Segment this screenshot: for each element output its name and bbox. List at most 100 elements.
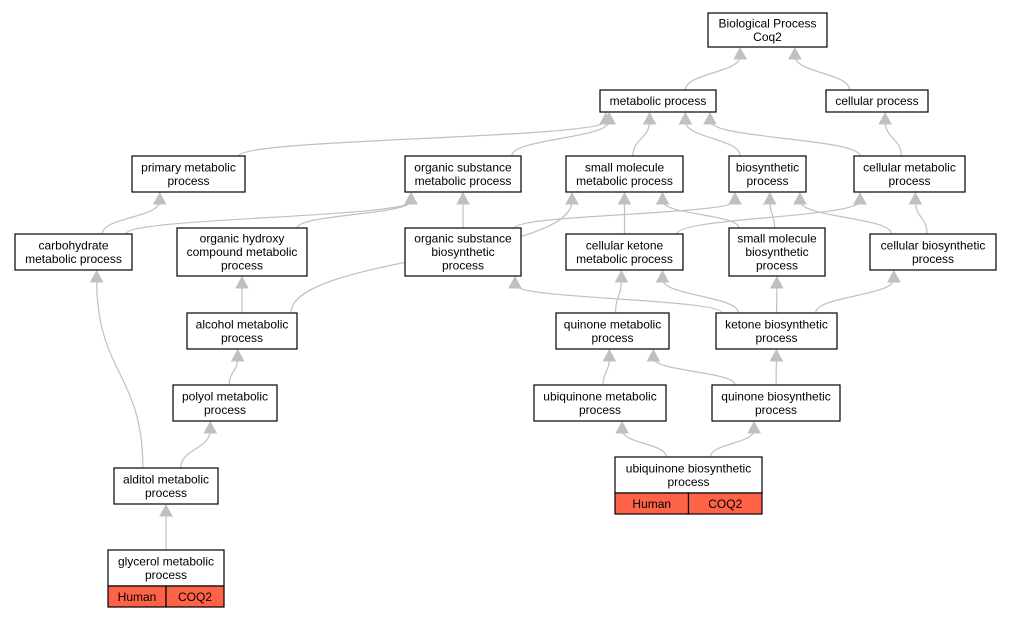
node-mp[interactable]: metabolic process [599, 89, 717, 113]
node-label-line: process [756, 259, 798, 273]
arrowhead-smbp-to-bio [763, 191, 777, 205]
arrowhead-bio-to-mp [678, 111, 693, 125]
tag-label-coq2: COQ2 [708, 497, 742, 511]
arrowhead-osmp-to-mp [602, 111, 617, 125]
arrowhead-cmp-to-mp [703, 111, 717, 125]
node-label-line: process [145, 486, 187, 500]
node-label-line: process [888, 174, 930, 188]
edge-qmp-to-ckmp [614, 278, 623, 314]
node-label-line: process [591, 331, 633, 345]
arrowhead-carb-to-pmp [152, 191, 167, 205]
arrowhead-kbp-to-ckmp [655, 269, 670, 283]
arrowhead-cp-to-bp [788, 46, 802, 60]
edge-qbp-to-qmp [652, 357, 736, 386]
node-label-line: metabolic process [415, 174, 512, 188]
node-box [131, 155, 246, 193]
arrowhead-ohc-to-osmp [404, 191, 418, 205]
node-box [404, 155, 522, 193]
edge-ubp-to-qbp [709, 429, 755, 458]
node-box [599, 89, 717, 113]
node-label-line: organic substance [414, 232, 512, 246]
node-label-line: glycerol metabolic [118, 554, 214, 568]
tag-label-coq2: COQ2 [178, 590, 212, 604]
arrowhead-ckmp-to-cmp [853, 191, 867, 205]
edge-bio-to-mp [684, 120, 741, 157]
node-label-line: process [221, 259, 263, 273]
edge-smbp-to-smmp [662, 200, 740, 229]
node-label-line: process [442, 259, 484, 273]
tag-label-human: Human [632, 497, 671, 511]
node-box [715, 312, 838, 350]
edge-smbp-to-bio [769, 200, 776, 229]
arrowhead-smbp-to-smmp [655, 191, 670, 205]
node-box [825, 89, 929, 113]
edge-alm-to-pol [180, 429, 211, 469]
node-box [565, 233, 684, 271]
node-box [107, 549, 225, 587]
node-label-line: quinone metabolic [564, 317, 661, 331]
node-label-line: cellular ketone [586, 238, 664, 252]
edge-ohc-to-osmp [296, 200, 412, 229]
arrowhead-qmp-to-ckmp [614, 269, 629, 283]
edge-cp-to-bp [794, 55, 851, 91]
arrowhead-kbp-to-smbp [770, 275, 784, 289]
edge-kbp-to-osbp [514, 284, 723, 314]
arrowhead-osbp-to-osmp [456, 191, 470, 205]
node-label-line: alcohol metabolic [196, 317, 289, 331]
arrowhead-ump-to-qmp [602, 348, 617, 362]
node-label-line: metabolic process [25, 252, 122, 266]
arrowhead-ubp-to-ump [615, 420, 629, 434]
node-label-line: small molecule [737, 232, 817, 246]
node-label-line: quinone biosynthetic [721, 389, 830, 403]
arrowhead-qbp-to-qmp [646, 348, 661, 362]
node-label-line: metabolic process [576, 252, 673, 266]
node-label-line: organic substance [414, 160, 512, 174]
node-box [533, 384, 667, 422]
node-cp[interactable]: cellular process [825, 89, 929, 113]
node-box [707, 12, 828, 48]
arrowhead-cbp-to-cmp [908, 191, 923, 205]
edge-carb-to-pmp [101, 200, 161, 235]
arrowhead-alm-to-pol [203, 420, 218, 434]
node-label-line: primary metabolic [141, 160, 236, 174]
arrowhead-mp-to-bp [733, 46, 747, 60]
edge-cbp-to-bio [799, 200, 893, 235]
arrowhead-ubp-to-qbp [747, 420, 761, 434]
edge-ubp-to-ump [621, 429, 667, 458]
arrowhead-alm-to-carb [89, 269, 104, 283]
node-label-line: Coq2 [753, 30, 782, 44]
node-label-line: cellular metabolic [863, 160, 956, 174]
node-label-line: polyol metabolic [182, 389, 268, 403]
node-label-line: carbohydrate [38, 238, 108, 252]
node-label-line: small molecule [585, 160, 665, 174]
node-label-line: process [746, 174, 788, 188]
node-box [728, 155, 807, 193]
node-box [728, 227, 826, 277]
node-box [555, 312, 670, 350]
node-box [404, 227, 522, 277]
node-label-line: process [204, 403, 246, 417]
node-label-line: ketone biosynthetic [725, 317, 828, 331]
